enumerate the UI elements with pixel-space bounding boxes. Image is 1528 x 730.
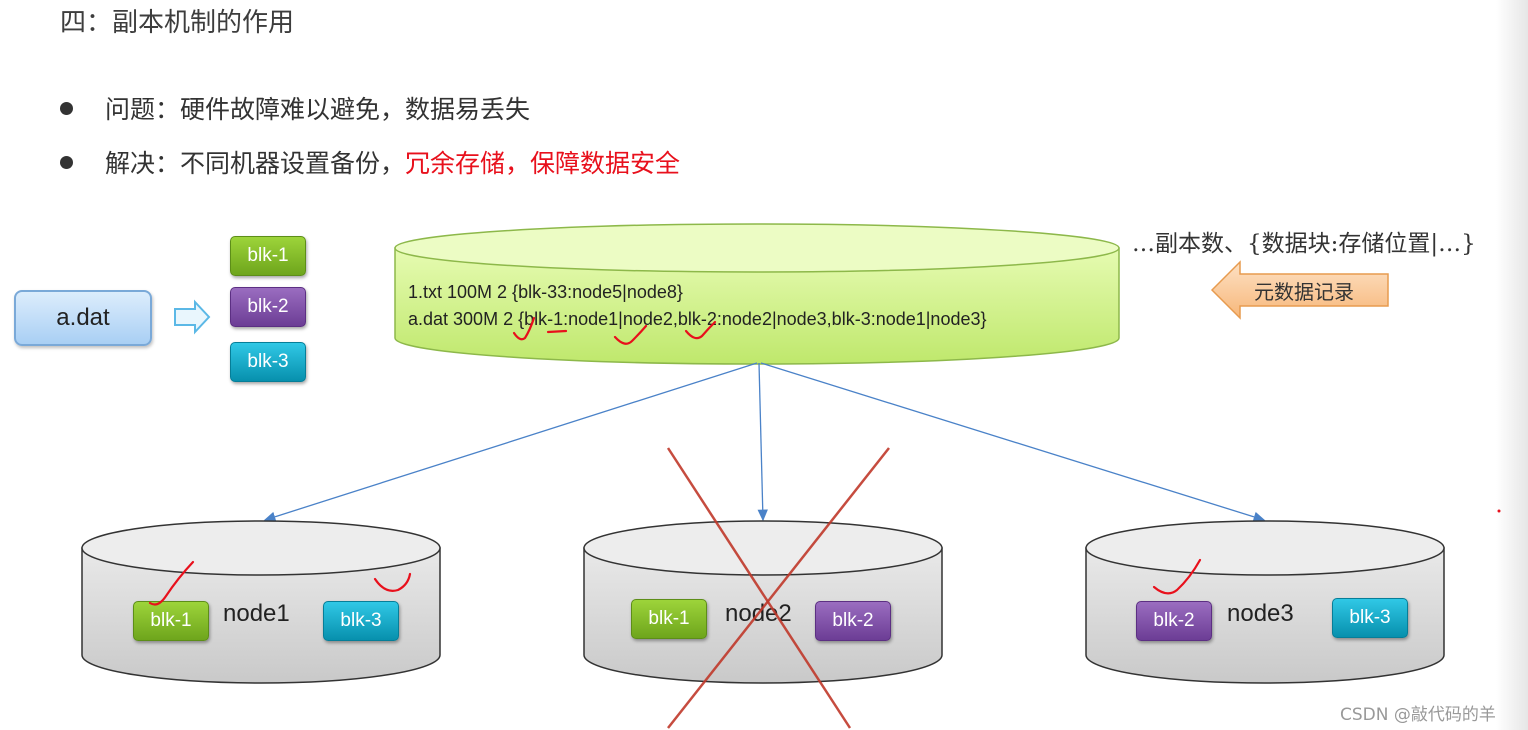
bullet-solution-highlight: 冗余存储，保障数据安全	[405, 149, 681, 178]
file-block-3: blk-3	[230, 342, 306, 382]
page-heading: 四：副本机制的作用	[60, 8, 295, 38]
split-arrow-icon	[174, 299, 211, 335]
node3-block-left: blk-2	[1136, 601, 1212, 641]
metadata-line-2: a.dat 300M 2 {blk-1:node1|node2,blk-2:no…	[408, 309, 987, 329]
node3-label: node3	[1227, 600, 1294, 627]
bullet-solution: 解决：不同机器设置备份，冗余存储，保障数据安全	[60, 144, 680, 180]
node2-label: node2	[725, 600, 792, 627]
node1-block-right: blk-3	[323, 601, 399, 641]
metadata-tag-arrow	[1210, 260, 1389, 320]
file-block-1: blk-1	[230, 236, 306, 276]
metadata-format-label: …副本数、{数据块:存储位置|…}	[1132, 231, 1476, 257]
bullet-dot-icon	[60, 101, 73, 115]
node1-block-left: blk-1	[133, 601, 209, 641]
node1-label: node1	[223, 600, 290, 627]
node2-block-left: blk-1	[631, 599, 707, 639]
metadata-tag-label: 元数据记录	[1254, 279, 1354, 304]
right-edge-shade	[1496, 0, 1528, 730]
file-block-2: blk-2	[230, 287, 306, 327]
bullet-problem: 问题：硬件故障难以避免，数据易丢失	[60, 90, 530, 126]
node2-block-right: blk-2	[815, 601, 891, 641]
node3-block-right: blk-3	[1332, 598, 1408, 638]
bullet-solution-text: 解决：不同机器设置备份，	[105, 149, 406, 178]
file-a-dat: a.dat	[14, 290, 152, 346]
stray-red-dot	[1497, 509, 1501, 513]
distribution-arrows	[263, 362, 1266, 522]
watermark: CSDN @敲代码的羊	[1340, 705, 1496, 725]
bullet-dot-icon	[60, 155, 73, 169]
metadata-line-1: 1.txt 100M 2 {blk-33:node5|node8}	[408, 282, 683, 302]
metadata-cylinder	[394, 223, 1120, 365]
bullet-problem-text: 问题：硬件故障难以避免，数据易丢失	[105, 95, 531, 124]
